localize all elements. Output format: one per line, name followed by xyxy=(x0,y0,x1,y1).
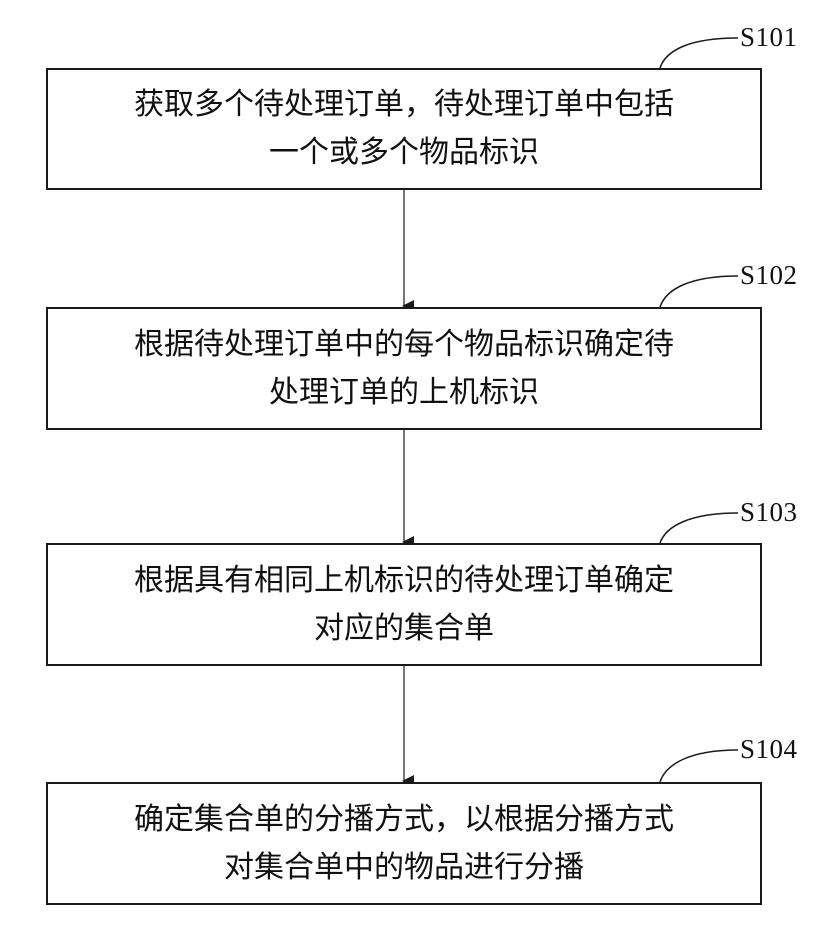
step-box-s101: 获取多个待处理订单，待处理订单中包括 一个或多个物品标识 xyxy=(46,68,762,190)
step-label-s104: S104 xyxy=(740,734,798,765)
label-leader-s102 xyxy=(660,276,738,307)
step-text-line2: 对集合单中的物品进行分播 xyxy=(224,844,584,892)
step-box-s103: 根据具有相同上机标识的待处理订单确定 对应的集合单 xyxy=(46,543,762,666)
step-text-line2: 一个或多个物品标识 xyxy=(269,129,539,177)
step-label-s102: S102 xyxy=(740,260,798,291)
step-box-s104: 确定集合单的分播方式，以根据分播方式 对集合单中的物品进行分播 xyxy=(46,782,762,905)
label-leader-s104 xyxy=(660,750,738,782)
step-label-s101: S101 xyxy=(740,22,798,53)
step-text-line1: 根据待处理订单中的每个物品标识确定待 xyxy=(134,321,674,369)
step-text-line1: 获取多个待处理订单，待处理订单中包括 xyxy=(134,81,674,129)
label-leader-s101 xyxy=(660,38,738,68)
label-leader-s103 xyxy=(660,513,738,543)
step-label-s103: S103 xyxy=(740,497,798,528)
step-text-line2: 处理订单的上机标识 xyxy=(269,369,539,417)
step-text-line1: 根据具有相同上机标识的待处理订单确定 xyxy=(134,557,674,605)
step-text-line2: 对应的集合单 xyxy=(314,605,494,653)
step-box-s102: 根据待处理订单中的每个物品标识确定待 处理订单的上机标识 xyxy=(46,307,762,430)
step-text-line1: 确定集合单的分播方式，以根据分播方式 xyxy=(134,796,674,844)
